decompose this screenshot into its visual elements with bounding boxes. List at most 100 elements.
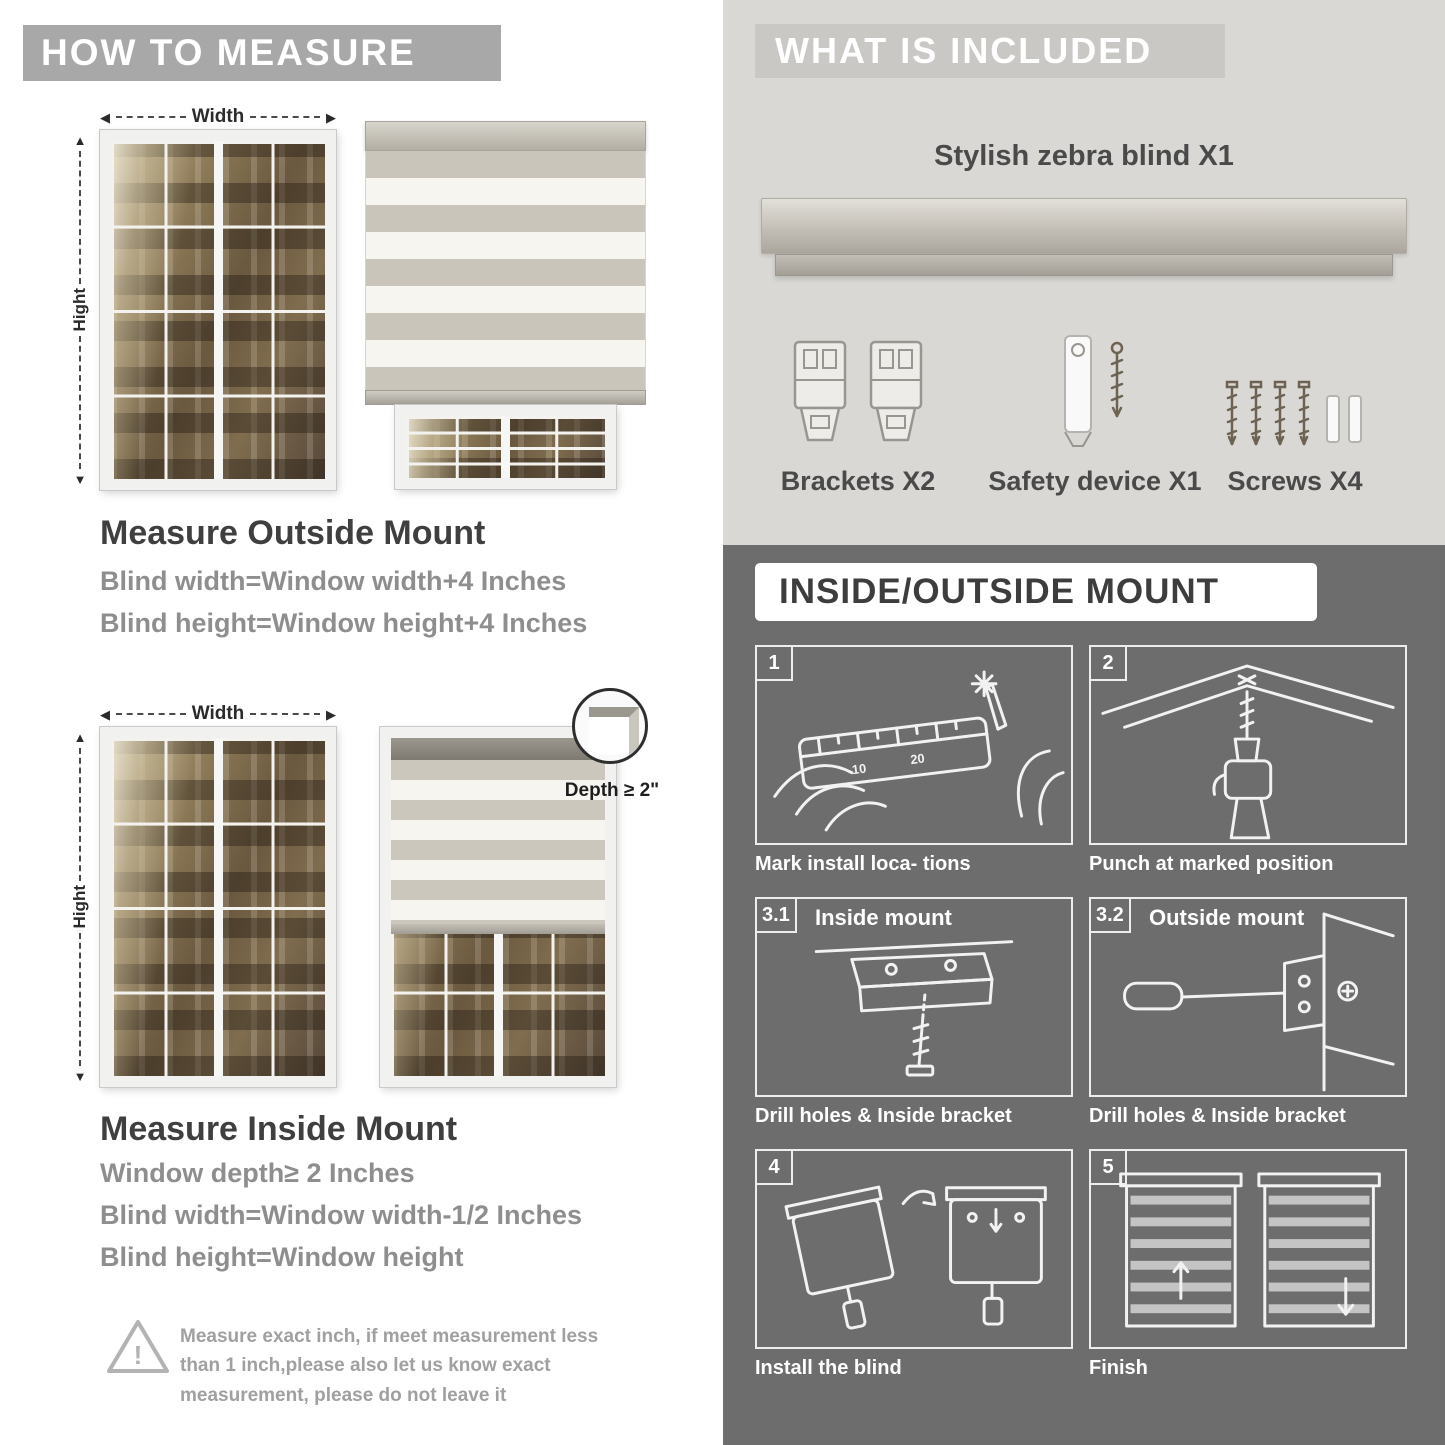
dashed-line bbox=[79, 932, 81, 1066]
dashed-line bbox=[116, 713, 186, 715]
blind-headrail bbox=[365, 121, 646, 151]
blind-valance-illustration bbox=[775, 254, 1393, 276]
safety-device-icon bbox=[1064, 335, 1124, 447]
dashed-line bbox=[250, 116, 320, 118]
inside-mounted-blind bbox=[391, 738, 605, 935]
step-panel-finish: 5 bbox=[1089, 1149, 1407, 1349]
svg-text:!: ! bbox=[134, 1340, 143, 1370]
screws-label: Screws X4 bbox=[1227, 466, 1363, 496]
step-panel-mark: 1 10 20 bbox=[755, 645, 1073, 845]
outside-spec-height: Blind height=Window height+4 Inches bbox=[100, 608, 588, 638]
arrow-right-icon: ▶ bbox=[326, 706, 336, 722]
inside-spec-depth: Window depth≥ 2 Inches bbox=[100, 1158, 415, 1188]
outside-bracket-illustration bbox=[1123, 912, 1395, 1092]
step-caption: Punch at marked position bbox=[1089, 853, 1334, 875]
window-photo bbox=[391, 738, 605, 1076]
outside-spec-width: Blind width=Window width+4 Inches bbox=[100, 566, 567, 596]
mark-locations-illustration: 10 20 bbox=[773, 670, 1065, 832]
what-is-included-header: WHAT IS INCLUDED bbox=[755, 24, 1225, 78]
bracket-icon bbox=[793, 340, 847, 442]
safety-device-label: Safety device X1 bbox=[988, 466, 1202, 496]
step-title: Inside mount bbox=[815, 905, 952, 930]
inside-spec-height: Blind height=Window height bbox=[100, 1242, 464, 1272]
step-panel-inside-bracket: 3.1 Inside mount bbox=[755, 897, 1073, 1097]
window-frame bbox=[394, 404, 617, 490]
width-label: Width bbox=[191, 703, 245, 724]
arrow-left-icon: ◀ bbox=[100, 706, 110, 722]
bracket-icon bbox=[869, 340, 923, 442]
arrow-down-icon: ▼ bbox=[73, 1069, 87, 1084]
depth-callout-label: Depth ≥ 2" bbox=[564, 780, 660, 801]
inside-spec-width: Blind width=Window width-1/2 Inches bbox=[100, 1200, 583, 1230]
outside-mount-title: Measure Outside Mount bbox=[100, 514, 486, 552]
svg-text:20: 20 bbox=[910, 750, 926, 767]
step-number: 3.1 bbox=[755, 897, 797, 933]
blind-bottomrail bbox=[365, 390, 646, 405]
height-label: Hight bbox=[70, 288, 89, 332]
zebra-blind-label: Stylish zebra blind X1 bbox=[934, 140, 1234, 172]
step-caption: Drill holes & Inside bracket bbox=[755, 1105, 1012, 1127]
step-number: 4 bbox=[755, 1149, 793, 1185]
step-panel-install: 4 bbox=[755, 1149, 1073, 1349]
window-grid bbox=[406, 416, 605, 478]
how-to-measure-header: HOW TO MEASURE bbox=[23, 25, 501, 81]
window-photo bbox=[111, 141, 325, 479]
arrow-down-icon: ▼ bbox=[73, 472, 87, 487]
window-with-inside-blind-illustration bbox=[379, 726, 617, 1088]
inside-mount-title: Measure Inside Mount bbox=[100, 1110, 458, 1148]
blind-stripes bbox=[391, 760, 605, 925]
arrow-up-icon: ▲ bbox=[73, 730, 87, 745]
step-number: 3.2 bbox=[1089, 897, 1131, 933]
window-illustration-inside bbox=[99, 726, 337, 1088]
step-caption: Install the blind bbox=[755, 1357, 902, 1379]
window-illustration-outside bbox=[99, 129, 337, 491]
dashed-line bbox=[250, 713, 320, 715]
step-panel-outside-bracket: 3.2 Outside mount bbox=[1089, 897, 1407, 1097]
window-grid bbox=[111, 738, 325, 1076]
arrow-left-icon: ◀ bbox=[100, 109, 110, 125]
svg-text:10: 10 bbox=[851, 761, 867, 778]
arrow-right-icon: ▶ bbox=[326, 109, 336, 125]
blind-bottomrail bbox=[391, 924, 605, 935]
screws-icon bbox=[1225, 380, 1362, 446]
window-photo bbox=[406, 416, 605, 478]
window-grid bbox=[111, 141, 325, 479]
height-arrow: ▲ Hight ▼ bbox=[68, 731, 92, 1083]
blind-headrail bbox=[391, 738, 605, 760]
install-blind-illustration bbox=[784, 1185, 1047, 1330]
step-caption: Finish bbox=[1089, 1357, 1148, 1379]
step-panel-punch: 2 bbox=[1089, 645, 1407, 845]
brackets-label: Brackets X2 bbox=[780, 466, 936, 496]
mount-guide-section: INSIDE/OUTSIDE MOUNT 1 10 20 bbox=[723, 545, 1445, 1445]
inside-bracket-illustration bbox=[814, 940, 1014, 1077]
frame-corner-detail bbox=[589, 707, 639, 755]
zebra-blind-outside-illustration bbox=[365, 121, 646, 490]
window-frame bbox=[99, 726, 337, 1088]
step-caption: Mark install loca- tions bbox=[755, 853, 971, 875]
blind-stripes bbox=[365, 151, 646, 390]
width-arrow: ◀ Width ▶ bbox=[100, 703, 336, 725]
mount-guide-header: INSIDE/OUTSIDE MOUNT bbox=[755, 563, 1317, 621]
window-below-blind bbox=[394, 404, 617, 490]
arrow-up-icon: ▲ bbox=[73, 133, 87, 148]
measurement-warning-note: Measure exact inch, if meet measurement … bbox=[180, 1326, 599, 1406]
height-arrow: ▲ Hight ▼ bbox=[68, 134, 92, 486]
step-caption: Drill holes & Inside bracket bbox=[1089, 1105, 1346, 1127]
dashed-line bbox=[116, 116, 186, 118]
wall-anchor-icon bbox=[1326, 395, 1362, 443]
warning-triangle-icon: ! bbox=[107, 1320, 169, 1373]
window-photo bbox=[111, 738, 325, 1076]
finished-blinds-illustration bbox=[1119, 1172, 1381, 1328]
drill-ceiling-illustration bbox=[1101, 664, 1395, 840]
window-frame bbox=[99, 129, 337, 491]
dashed-line bbox=[79, 151, 81, 285]
step-number: 1 bbox=[755, 645, 793, 681]
dashed-line bbox=[79, 748, 81, 882]
step-title: Outside mount bbox=[1149, 905, 1305, 930]
blind-headrail-illustration bbox=[761, 198, 1407, 254]
step-number: 2 bbox=[1089, 645, 1127, 681]
what-is-included-section: WHAT IS INCLUDED Stylish zebra blind X1 bbox=[723, 0, 1445, 545]
height-label: Hight bbox=[70, 885, 89, 929]
window-frame bbox=[379, 726, 617, 1088]
